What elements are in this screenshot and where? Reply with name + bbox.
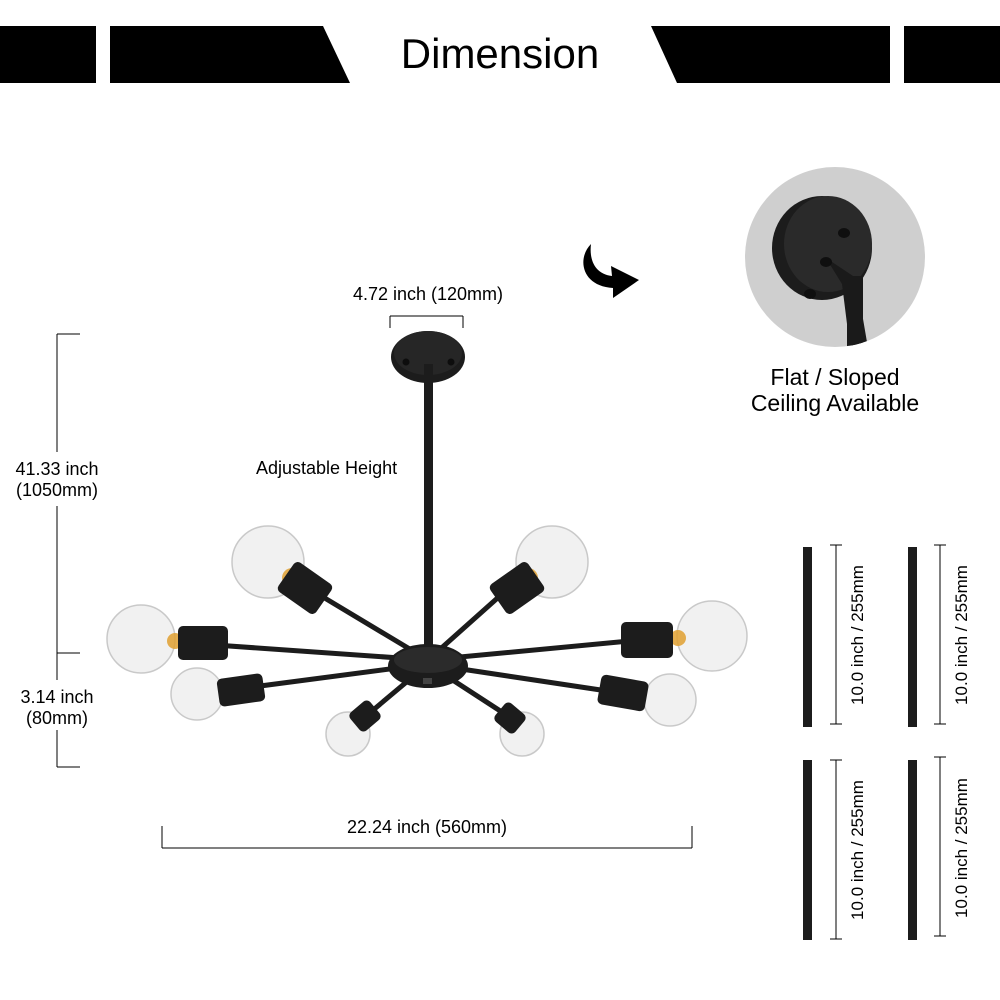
total-height-bracket bbox=[56, 333, 80, 654]
canopy-width-bracket bbox=[389, 315, 464, 328]
body-height-inch-label: 3.14 inch bbox=[20, 687, 94, 707]
bulb-bottom-right bbox=[494, 702, 545, 757]
total-width-bracket bbox=[161, 826, 693, 849]
ceiling-caption-line1: Flat / Sloped bbox=[770, 364, 900, 390]
rod-label-2: 10.0 inch / 255mm bbox=[952, 565, 971, 705]
bulb-lower-left bbox=[170, 667, 266, 721]
ceiling-caption: Flat / Sloped Ceiling Available bbox=[720, 364, 950, 416]
page-title: Dimension bbox=[400, 30, 600, 77]
ceiling-caption-line2: Ceiling Available bbox=[750, 390, 920, 416]
body-height-bracket bbox=[56, 653, 80, 768]
total-height-inch-label: 41.33 inch bbox=[15, 459, 99, 479]
adjustable-height-label: Adjustable Height bbox=[256, 458, 398, 478]
rod-label-4: 10.0 inch / 255mm bbox=[952, 778, 971, 918]
bulb-far-right bbox=[621, 600, 748, 672]
header-banner bbox=[0, 26, 1000, 83]
rod-label-1: 10.0 inch / 255mm bbox=[848, 565, 867, 705]
extension-rods bbox=[803, 544, 946, 940]
curved-arrow-icon bbox=[583, 244, 639, 298]
ceiling-plate-detail-image bbox=[745, 167, 925, 347]
body-height-mm-label: (80mm) bbox=[26, 708, 88, 728]
total-width-label: 22.24 inch (560mm) bbox=[346, 817, 508, 837]
down-rod bbox=[424, 364, 433, 654]
bulb-far-left bbox=[106, 604, 228, 674]
bulb-lower-right bbox=[597, 673, 697, 727]
bulb-bottom-left bbox=[325, 700, 381, 757]
rod-label-3: 10.0 inch / 255mm bbox=[848, 780, 867, 920]
canopy-width-label: 4.72 inch (120mm) bbox=[352, 284, 504, 304]
bulb-upper-right bbox=[489, 525, 589, 614]
total-height-mm-label: (1050mm) bbox=[15, 480, 99, 500]
bulb-upper-left bbox=[231, 525, 333, 614]
